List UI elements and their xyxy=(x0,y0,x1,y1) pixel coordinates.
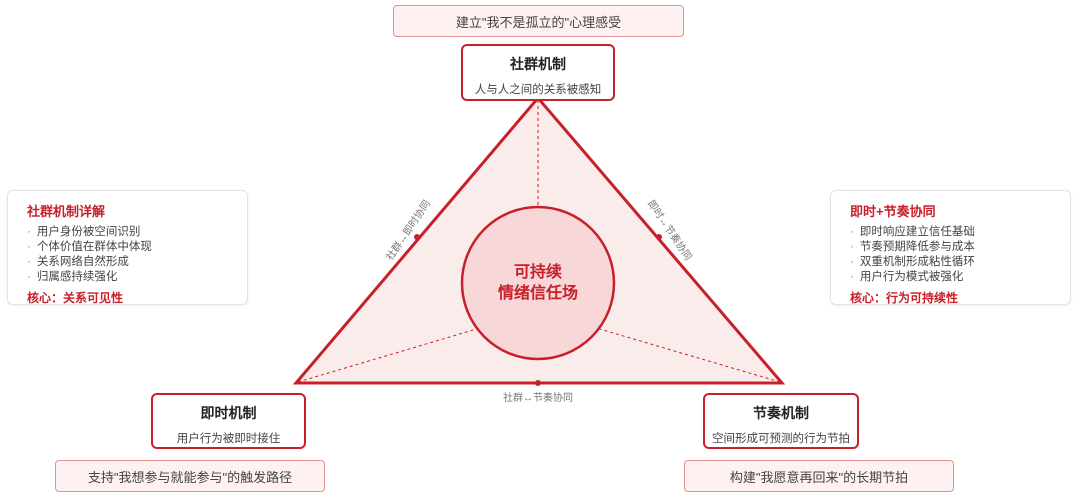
left-card-list: 用户身份被空间识别 个体价值在群体中体现 关系网络自然形成 归属感持续强化 xyxy=(27,225,247,285)
node-social-subtitle: 人与人之间的关系被感知 xyxy=(474,84,602,96)
node-rhythm-title: 节奏机制 xyxy=(753,405,809,421)
left-card-title: 社群机制详解 xyxy=(27,204,106,219)
edge-label-bottom: 社群↔节奏协同 xyxy=(503,391,573,404)
node-social-title: 社群机制 xyxy=(510,56,566,72)
center-circle xyxy=(460,205,616,361)
dash-right xyxy=(585,324,781,383)
node-rhythm-subtitle: 空间形成可预测的行为节拍 xyxy=(712,433,850,445)
left-detail-card: 社群机制详解 用户身份被空间识别 个体价值在群体中体现 关系网络自然形成 归属感… xyxy=(7,190,248,305)
list-item: 节奏预期降低参与成本 xyxy=(850,240,1070,255)
list-item: 双重机制形成粘性循环 xyxy=(850,255,1070,270)
node-instant-title: 即时机制 xyxy=(200,405,257,421)
right-card-list: 即时响应建立信任基础 节奏预期降低参与成本 双重机制形成粘性循环 用户行为模式被… xyxy=(850,225,1070,285)
node-instant: 即时机制 用户行为被即时接住 xyxy=(151,393,306,449)
edge-dot-bottom xyxy=(535,380,541,386)
left-card-footer: 核心：关系可见性 xyxy=(27,291,124,305)
top-note: 建立"我不是孤立的"心理感受 xyxy=(393,5,684,37)
right-card-title: 即时+节奏协同 xyxy=(850,204,936,219)
right-card-footer: 核心：行为可持续性 xyxy=(850,291,959,305)
center-line2: 情绪信任场 xyxy=(498,283,578,302)
list-item: 归属感持续强化 xyxy=(27,270,247,285)
list-item: 用户身份被空间识别 xyxy=(27,225,247,240)
right-detail-card: 即时+节奏协同 即时响应建立信任基础 节奏预期降低参与成本 双重机制形成粘性循环… xyxy=(830,190,1071,305)
bottom-right-note: 构建"我愿意再回来"的长期节拍 xyxy=(684,460,954,492)
node-rhythm: 节奏机制 空间形成可预测的行为节拍 xyxy=(703,393,859,449)
edge-dot-right xyxy=(656,234,662,240)
list-item: 个体价值在群体中体现 xyxy=(27,240,247,255)
center-line1: 可持续 xyxy=(514,262,562,281)
list-item: 即时响应建立信任基础 xyxy=(850,225,1070,240)
list-item: 关系网络自然形成 xyxy=(27,255,247,270)
edge-dot-left xyxy=(414,234,420,240)
bottom-left-note: 支持"我想参与就能参与"的触发路径 xyxy=(55,460,325,492)
node-instant-subtitle: 用户行为被即时接住 xyxy=(176,433,281,445)
node-social: 社群机制 人与人之间的关系被感知 xyxy=(461,44,615,101)
list-item: 用户行为模式被强化 xyxy=(850,270,1070,285)
